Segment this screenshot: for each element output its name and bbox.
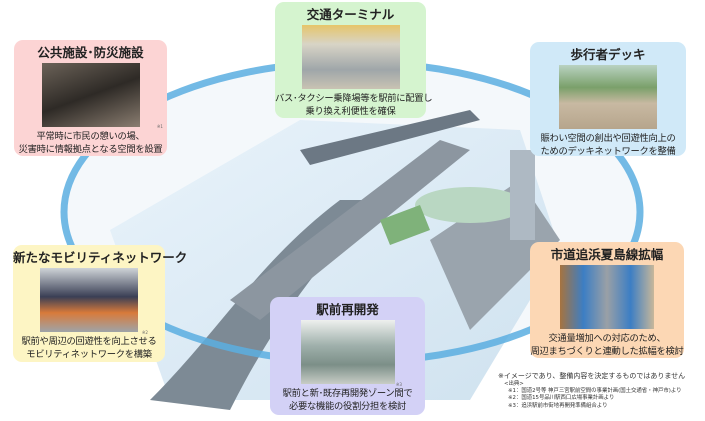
- box-desc-line2: 周辺まちづくりと連動した拡幅を検討: [530, 346, 684, 357]
- disclaimer: ※イメージであり、整備内容を決定するものではありません: [498, 372, 686, 380]
- source-mark: ※3: [396, 382, 402, 387]
- box-desc-line2: 必要な機能の役割分担を検討: [289, 401, 406, 412]
- box-desc-line2: 乗り換え利便性を確保: [305, 106, 396, 117]
- evacuation-hall-photo: [41, 63, 140, 127]
- greenery: [380, 205, 430, 245]
- box-title: 新たなモビリティネットワーク: [13, 250, 188, 265]
- box-desc-line1: 平常時に市民の憩いの場、: [36, 131, 145, 142]
- source-item: ※2：国道15号品川駅西口広場事業計画より: [508, 395, 615, 402]
- box-title: 駅前再開発: [316, 302, 379, 317]
- box-desc-line1: 駅前や周辺の回遊性を向上させる: [21, 336, 157, 347]
- box-pedestrian-deck: 歩行者デッキ 賑わい空間の創出や回遊性向上の ためのデッキネットワークを整備: [530, 42, 686, 157]
- main-road: [230, 140, 470, 320]
- notes: ※イメージであり、整備内容を決定するものではありません <出典> ※1：国道2号…: [498, 372, 685, 410]
- box-desc-line2: 災害時に情報拠点となる空間を設置: [18, 144, 163, 155]
- box-transport-terminal: 交通ターミナル バス･タクシー乗降場等を駅前に配置し 乗り換え利便性を確保: [275, 2, 433, 118]
- box-station-redevelopment: 駅前再開発 ※3 駅前と新･既存再開発ゾーン間で 必要な機能の役割分担を検討: [270, 297, 425, 415]
- box-desc-line1: 賑わい空間の創出や回遊性向上の: [540, 133, 676, 144]
- box-desc-line1: 駅前と新･既存再開発ゾーン間で: [282, 388, 413, 399]
- box-title: 歩行者デッキ: [570, 47, 646, 62]
- source-mark: ※2: [142, 330, 148, 335]
- source-item: ※1：国道2号等 神戸三宮駅前空間の事業計画(国土交通省・神戸市)より: [508, 388, 682, 395]
- box-desc-line1: 交通量増加への対応のため、: [548, 333, 666, 344]
- box-desc-line1: バス･タクシー乗降場等を駅前に配置し: [275, 93, 433, 104]
- box-title: 交通ターミナル: [306, 7, 395, 22]
- tower-building: [510, 150, 535, 240]
- source-item: ※3：追浜駅前市街地再開発準備組合より: [508, 402, 608, 409]
- box-desc-line2: ためのデッキネットワークを整備: [540, 146, 676, 157]
- source-mark: ※1: [157, 124, 163, 129]
- deck-plaza-photo: [559, 65, 657, 129]
- box-mobility-network: 新たなモビリティネットワーク ※2 駅前や周辺の回遊性を向上させる モビリティネ…: [13, 245, 188, 362]
- box-title: 公共施設･防災施設: [37, 45, 144, 60]
- rail-track: [300, 110, 480, 165]
- redevelopment-towers-photo: [300, 320, 395, 384]
- bus-terminal-photo: [301, 25, 400, 89]
- box-desc-line2: モビリティネットワークを構築: [26, 349, 152, 360]
- sources-heading: <出典>: [504, 381, 524, 387]
- autonomous-shuttle-photo: [40, 268, 138, 332]
- pedestrian-deck: [415, 187, 525, 223]
- widened-street-photo: [560, 265, 654, 329]
- box-road-widening: 市道追浜夏島線拡幅 交通量増加への対応のため、 周辺まちづくりと連動した拡幅を検…: [530, 242, 684, 358]
- box-public-facility: 公共施設･防災施設 ※1 平常時に市民の憩いの場、 災害時に情報拠点となる空間を…: [14, 40, 167, 156]
- box-title: 市道追浜夏島線拡幅: [550, 247, 664, 262]
